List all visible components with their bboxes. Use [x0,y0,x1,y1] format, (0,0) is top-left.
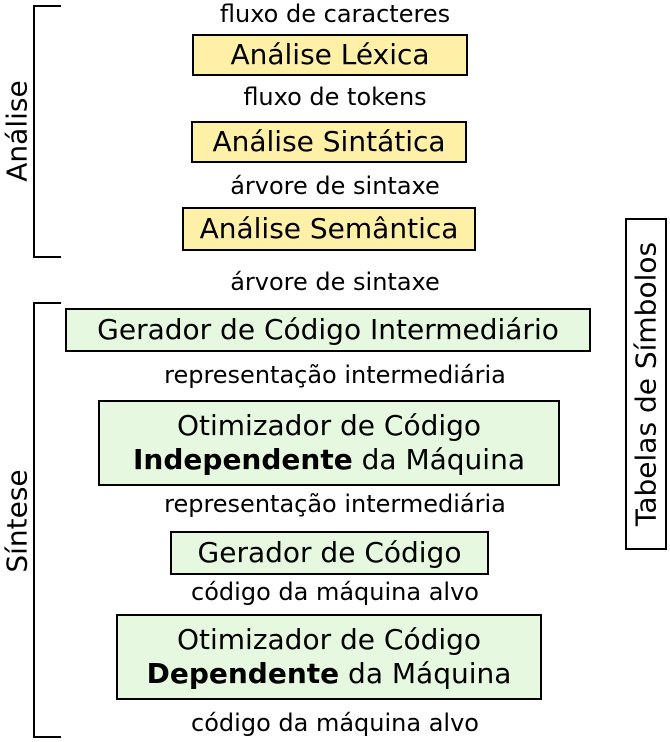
flow-label-fluxo-tokens: fluxo de tokens [243,83,427,111]
flow-label-representacao-intermediaria-1: representação intermediária [164,361,506,389]
phase-analise-semantica: Análise Semântica [182,207,476,251]
tabelas-simbolos-box: Tabelas de Símbolos [625,218,667,550]
phase-analise-lexica: Análise Léxica [192,34,468,76]
otimizador-independente-line2: Independente da Máquina [133,443,525,477]
analise-bracket-side [33,5,35,258]
flow-label-representacao-intermediaria-2: representação intermediária [164,490,506,518]
flow-label-arvore-sintaxe-2: árvore de sintaxe [230,268,440,296]
phase-otimizador-independente: Otimizador de Código Independente da Máq… [98,400,560,486]
otimizador-independente-bold: Independente [133,443,353,476]
phase-otimizador-dependente: Otimizador de Código Dependente da Máqui… [116,614,542,700]
otimizador-dependente-line1: Otimizador de Código [176,623,482,657]
analise-bracket-top [33,5,61,7]
flow-label-arvore-sintaxe-1: árvore de sintaxe [230,172,440,200]
sintese-label: Síntese [0,469,34,573]
phase-analise-sintatica: Análise Sintática [191,121,467,163]
sintese-bracket-side [33,302,35,738]
otimizador-dependente-bold: Dependente [146,657,340,690]
otimizador-dependente-line2: Dependente da Máquina [147,657,512,691]
otimizador-dependente-rest: da Máquina [339,657,512,690]
analise-bracket-bottom [33,256,61,258]
sintese-bracket-top [33,302,61,304]
phase-gerador-codigo: Gerador de Código [170,531,489,575]
flow-label-codigo-maquina-alvo-1: código da máquina alvo [191,578,479,606]
phase-gerador-codigo-intermediario: Gerador de Código Intermediário [65,308,591,352]
otimizador-independente-rest: da Máquina [352,443,525,476]
otimizador-independente-line1: Otimizador de Código [176,409,482,443]
flow-label-codigo-maquina-alvo-2: código da máquina alvo [191,709,479,737]
flow-label-fluxo-caracteres: fluxo de caracteres [219,0,451,28]
tabelas-simbolos-label: Tabelas de Símbolos [629,241,663,527]
sintese-bracket-bottom [33,736,61,738]
